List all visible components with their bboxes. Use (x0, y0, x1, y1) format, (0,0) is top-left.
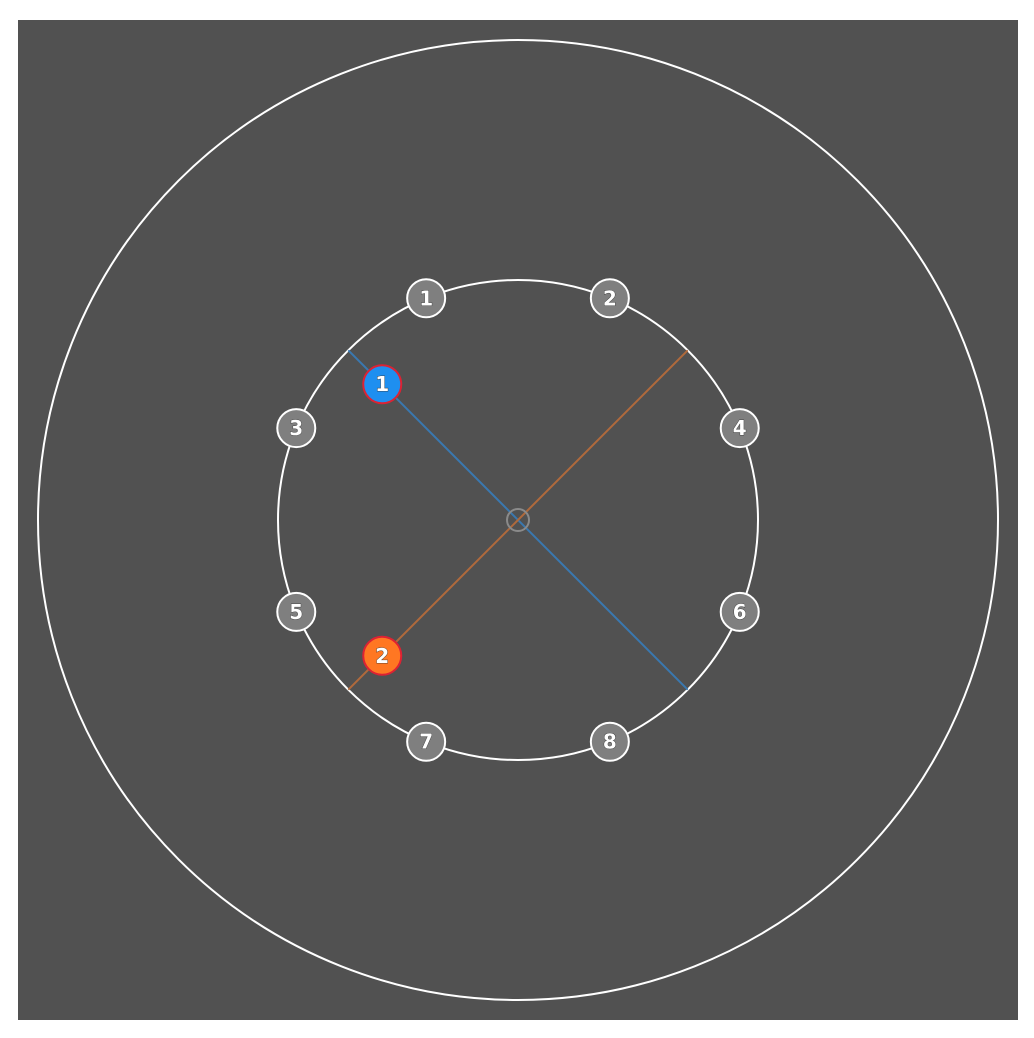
player-lines (347, 349, 689, 691)
slot-marker-2: 2 (589, 278, 630, 319)
player-marker-1-label: 1 (375, 372, 389, 396)
slot-marker-5-label: 5 (289, 600, 303, 624)
slot-marker-3-label: 3 (289, 416, 303, 440)
slot-marker-6-label: 6 (733, 600, 747, 624)
slot-marker-7: 7 (406, 721, 447, 762)
slot-marker-7-disc (406, 721, 447, 762)
player-2-line (347, 349, 689, 691)
inner-ring (277, 279, 759, 761)
outer-ring (37, 39, 999, 1001)
slot-marker-7-label: 7 (419, 730, 433, 754)
player-markers: 12 (362, 364, 403, 676)
slot-marker-8-disc (589, 721, 630, 762)
slot-marker-5: 5 (276, 591, 317, 632)
slot-marker-4-disc (719, 408, 760, 449)
player-marker-1: 1 (362, 364, 403, 405)
player-marker-2-label: 2 (375, 644, 389, 668)
slot-marker-1-disc (406, 278, 447, 319)
player-marker-2: 2 (362, 635, 403, 676)
player-marker-1-disc (362, 364, 403, 405)
player-marker-2-disc (362, 635, 403, 676)
slot-marker-6: 6 (719, 591, 760, 632)
slot-marker-1: 1 (406, 278, 447, 319)
slot-marker-3: 3 (276, 408, 317, 449)
slot-marker-8-label: 8 (603, 730, 617, 754)
slot-marker-2-disc (589, 278, 630, 319)
slot-marker-2-label: 2 (603, 286, 617, 310)
slot-marker-5-disc (276, 591, 317, 632)
slot-marker-4-label: 4 (733, 416, 747, 440)
slot-marker-1-label: 1 (419, 286, 433, 310)
center-marker (506, 508, 530, 532)
slot-marker-4: 4 (719, 408, 760, 449)
slot-marker-8: 8 (589, 721, 630, 762)
slot-marker-3-disc (276, 408, 317, 449)
slot-marker-6-disc (719, 591, 760, 632)
